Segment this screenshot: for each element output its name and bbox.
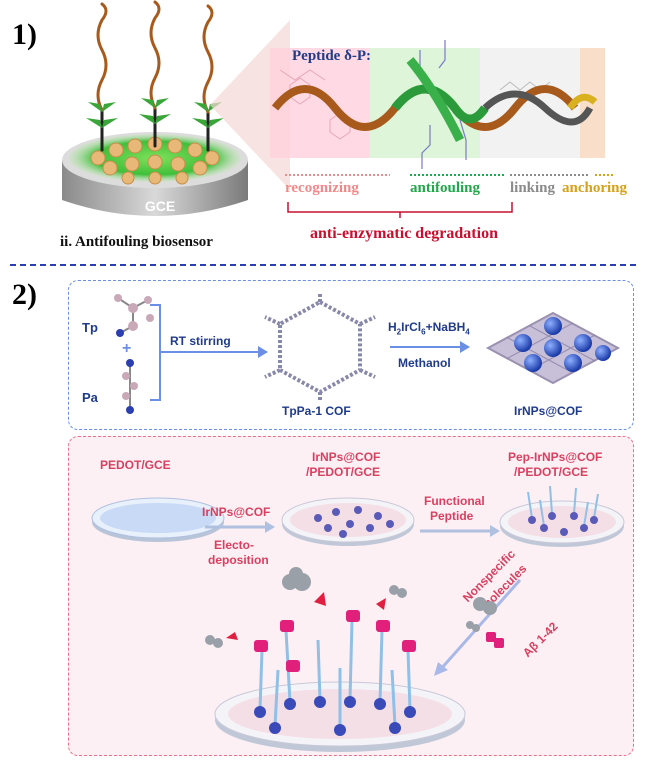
tppa-cof-structure	[264, 292, 376, 402]
electrode1-label: PEDOT/GCE	[100, 458, 171, 472]
arrow-step-2	[420, 525, 500, 537]
pa-label: Pa	[82, 390, 98, 405]
step1-bottom-label-2: deposition	[208, 553, 269, 567]
reagent-sub-2: 6	[421, 327, 426, 337]
step2-label-1: Functional	[424, 494, 485, 508]
detection-scene	[205, 567, 522, 752]
reagent-sub-3: 4	[465, 327, 470, 337]
plus-sign: +	[122, 340, 132, 357]
peptide-title: Peptide δ-P:	[292, 48, 372, 64]
electrode-label: GCE	[144, 198, 176, 214]
electrode-illustration	[62, 0, 248, 216]
tp-molecule	[114, 294, 154, 337]
panel-1-number: 1)	[12, 18, 37, 51]
step-rt-stirring: RT stirring	[170, 334, 231, 348]
arrow-2	[390, 341, 470, 353]
arrow-step-1	[205, 521, 275, 533]
product-irnps-cof: IrNPs@COF	[514, 404, 583, 418]
segment-underlines	[285, 174, 615, 176]
degradation-bracket	[287, 202, 513, 218]
pa-molecule	[122, 359, 138, 414]
segment-linking-label: linking	[510, 180, 556, 196]
solvent-label: Methanol	[398, 356, 451, 370]
product-tppa-cof: TpPa-1 COF	[282, 404, 351, 418]
step1-bottom-label-1: Electo-	[214, 538, 255, 552]
irnps-cof-structure	[485, 311, 621, 385]
reagent-sub-1: 2	[396, 327, 402, 337]
reagent-h: H	[388, 320, 397, 334]
electrode-irnps-cof	[281, 497, 415, 546]
electrode-caption: ii. Antifouling biosensor	[60, 234, 213, 250]
electrode3-label-2: /PEDOT/GCE	[514, 465, 589, 479]
reagent-nabh: +NaBH	[425, 320, 466, 334]
tp-label: Tp	[82, 320, 98, 335]
electrode2-label-2: /PEDOT/GCE	[306, 465, 381, 479]
brace-arrow-1	[150, 304, 268, 401]
electrode-pep-irnps-cof	[499, 485, 625, 547]
bracket-label: anti-enzymatic degradation	[310, 225, 498, 242]
section-divider	[10, 264, 636, 266]
reagent-label: H2IrCl6+NaBH4	[388, 320, 470, 336]
electrode-pedot-gce	[91, 497, 225, 542]
segment-antifouling-label: antifouling	[410, 180, 481, 196]
reagent-ircl: IrCl	[401, 320, 422, 334]
segment-recognizing-label: recognizing	[285, 180, 359, 196]
step2-label-2: Peptide	[430, 509, 474, 523]
segment-anchoring-label: anchoring	[562, 180, 628, 196]
panel-2-number: 2)	[12, 278, 37, 311]
step1-top-label: IrNPs@COF	[202, 505, 271, 519]
peptide-structure	[270, 40, 605, 169]
electrode3-label-1: Pep-IrNPs@COF	[508, 450, 603, 464]
electrode2-label-1: IrNPs@COF	[312, 450, 381, 464]
